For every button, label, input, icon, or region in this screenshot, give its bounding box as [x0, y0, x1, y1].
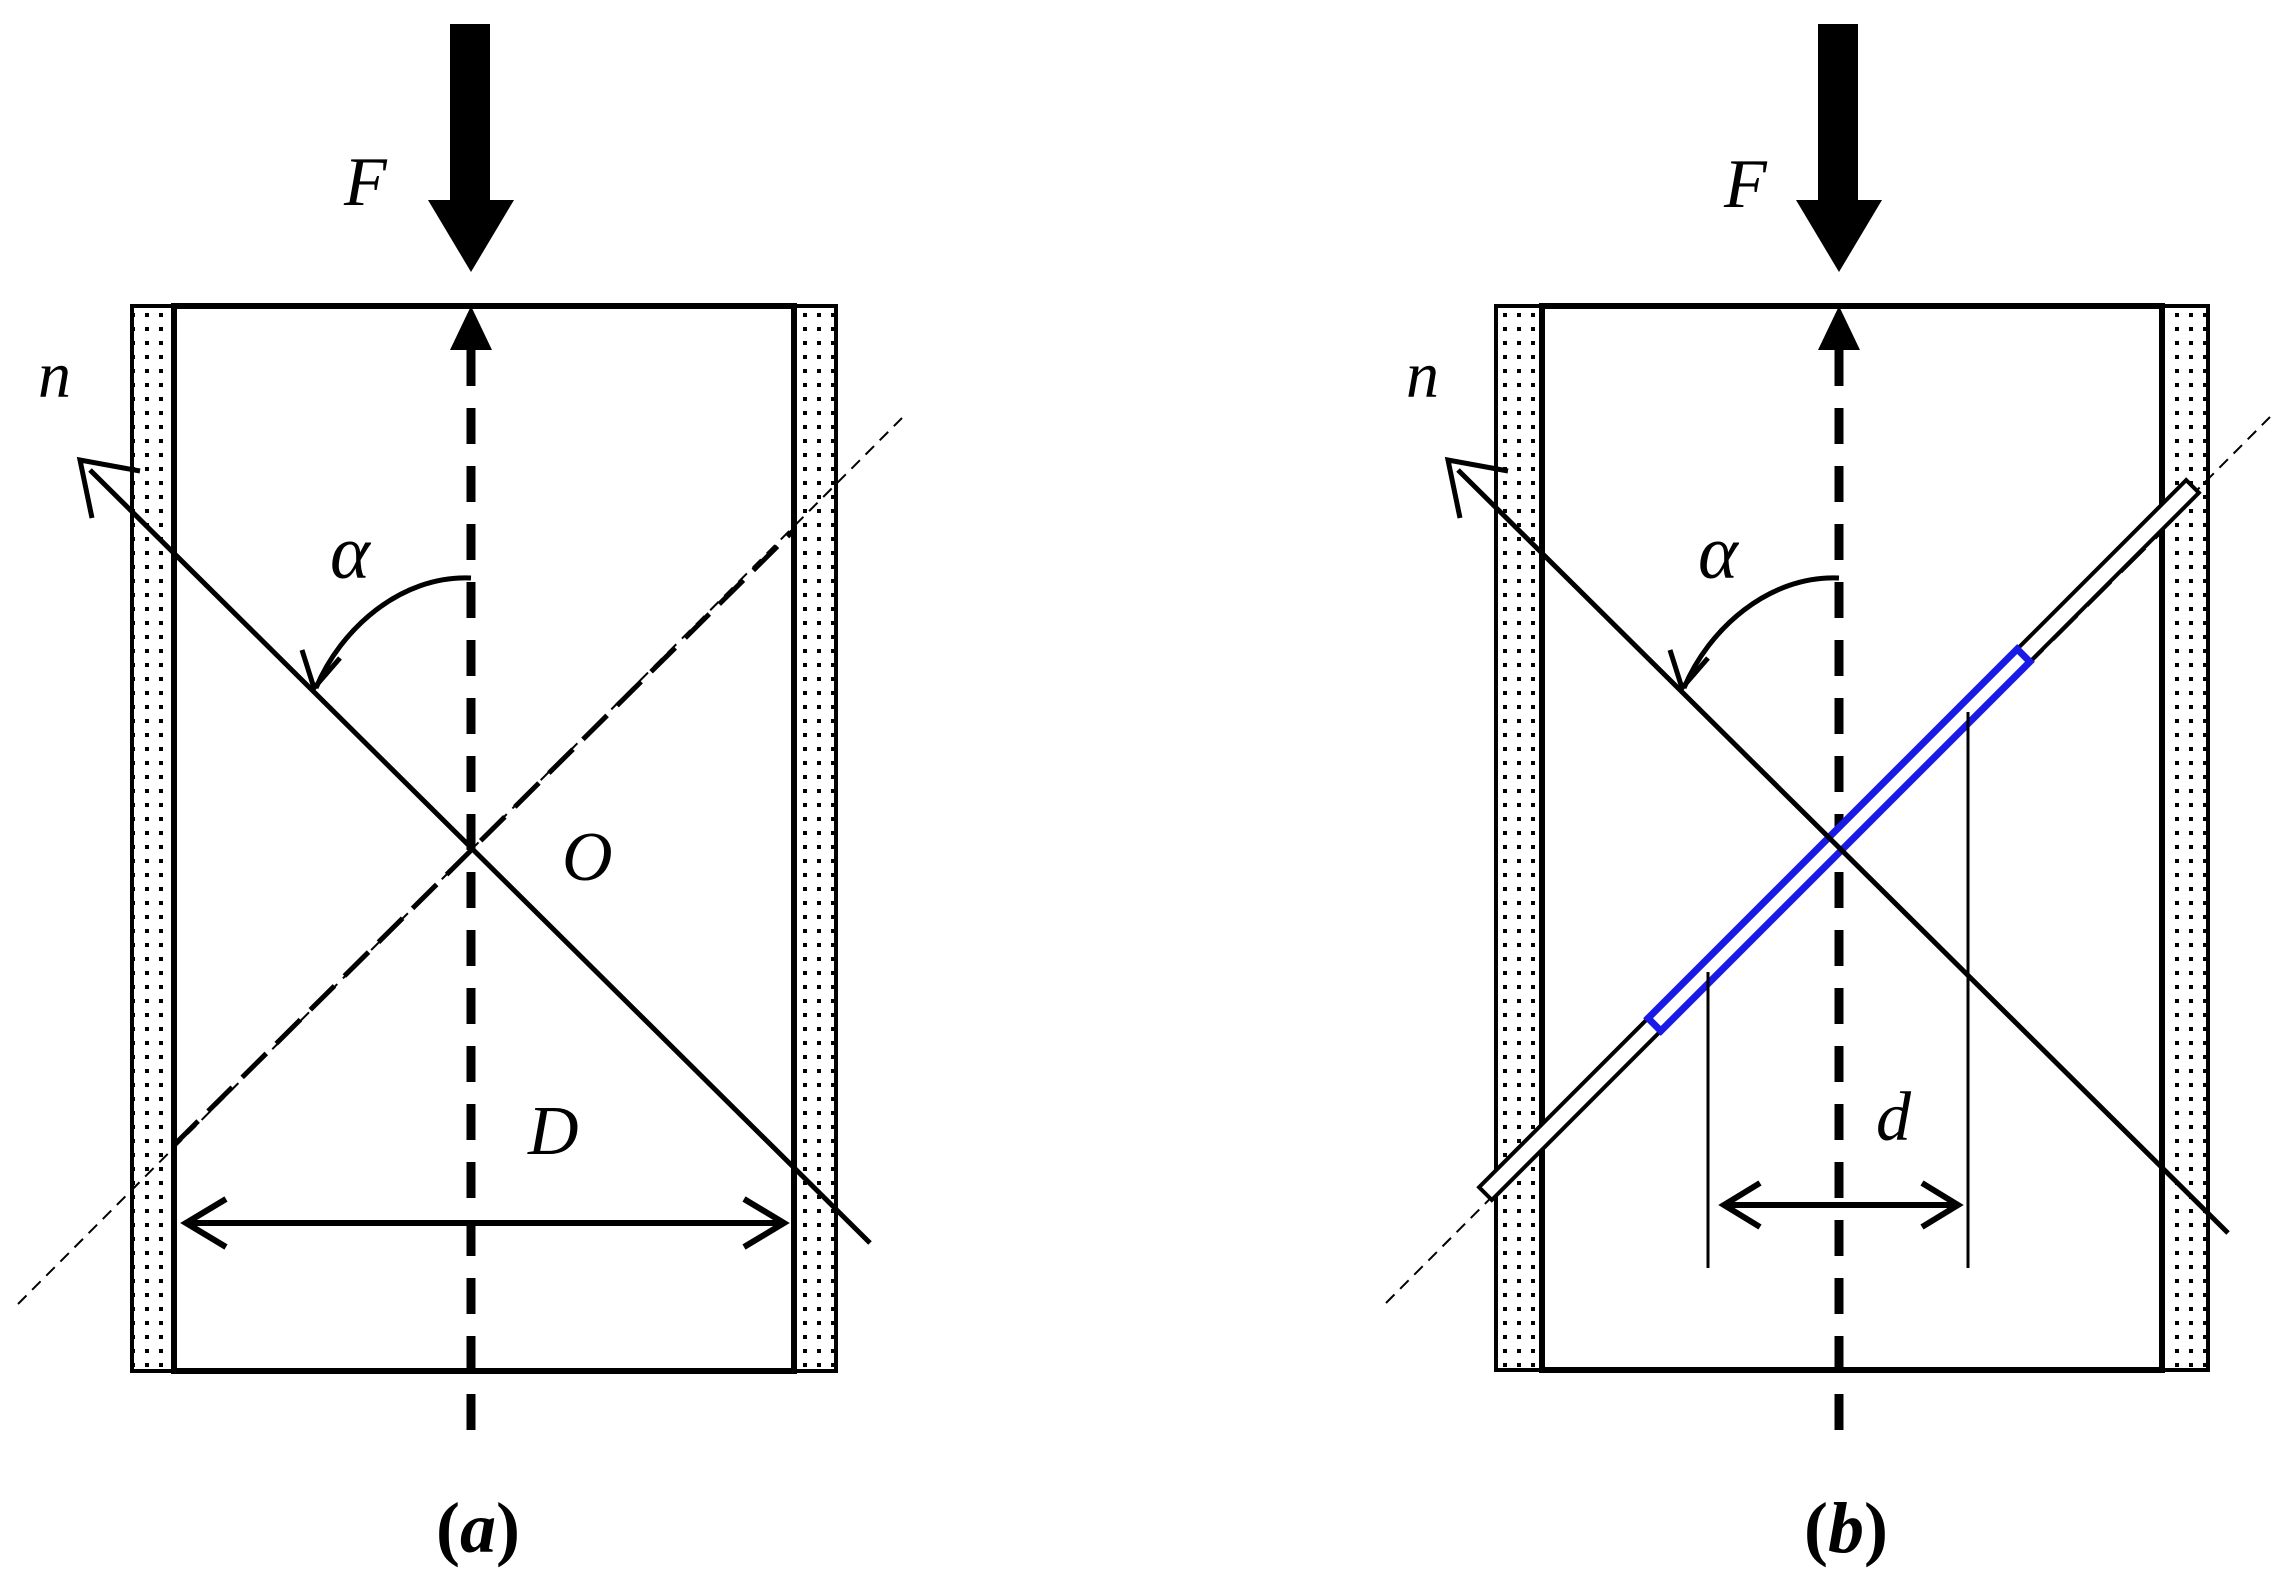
right-wall: [2160, 304, 2210, 1372]
axis-arrowhead: [1818, 306, 1860, 350]
caption-a: (a): [436, 1488, 520, 1568]
dimension-arrow-right: [1920, 1180, 1964, 1230]
panel-b: F n α d (b): [1385, 24, 2271, 1568]
left-wall: [1494, 304, 1544, 1372]
caption-b-open: (: [1804, 1488, 1828, 1568]
specimen-body: [171, 303, 797, 1374]
panel-a: F n α O D (a): [17, 24, 903, 1568]
left-wall: [130, 304, 176, 1373]
angle-arc-arrowhead: [299, 649, 342, 694]
dimension-arrow-left: [180, 1196, 228, 1250]
normal-label: n: [38, 339, 71, 412]
force-arrow: [428, 24, 514, 272]
normal-arrowhead: [76, 456, 141, 519]
angle-label: α: [1698, 511, 1740, 595]
caption-b-close: ): [1864, 1488, 1888, 1568]
failure-plane: [172, 528, 796, 1147]
dimension-arrow-left: [1718, 1180, 1762, 1230]
center-label: O: [562, 819, 613, 896]
caption-a-letter: a: [460, 1488, 496, 1568]
caption-b: (b): [1804, 1488, 1888, 1568]
force-label: F: [343, 144, 388, 221]
dimension-arrow-right: [742, 1196, 790, 1250]
normal-line: [88, 468, 872, 1245]
caption-a-close: ): [496, 1488, 520, 1568]
angle-arc-arrowhead: [1667, 649, 1710, 694]
caption-b-letter: b: [1828, 1488, 1864, 1568]
normal-line: [1456, 468, 2230, 1235]
force-label: F: [1723, 146, 1768, 223]
normal-arrowhead: [1444, 456, 1509, 519]
angle-label: α: [330, 511, 372, 595]
angle-arc: [1681, 575, 1840, 689]
caption-a-open: (: [436, 1488, 460, 1568]
dimension-label: d: [1876, 1079, 1912, 1156]
specimen-body: [1539, 303, 2165, 1373]
right-wall: [792, 304, 838, 1373]
inclusion: [1643, 644, 2035, 1036]
force-arrow: [1796, 24, 1882, 272]
angle-arc: [313, 575, 472, 689]
axis-arrowhead: [450, 306, 492, 350]
normal-label: n: [1406, 339, 1439, 412]
dimension-label: D: [527, 1093, 579, 1170]
